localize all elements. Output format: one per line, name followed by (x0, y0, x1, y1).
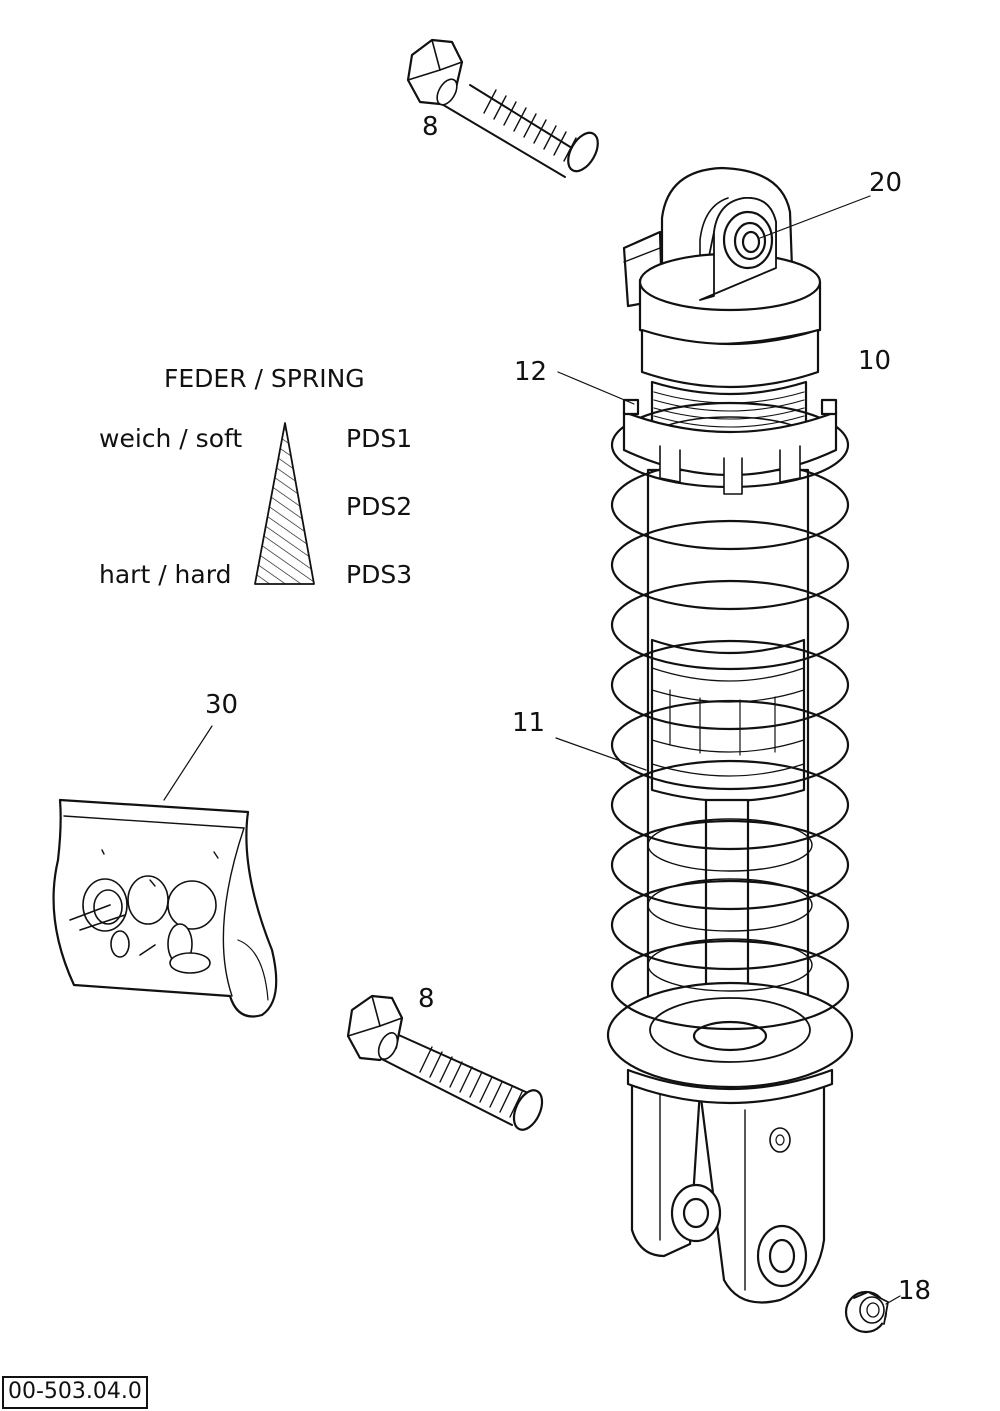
seal-kit-bag (52, 798, 278, 1018)
spring-legend-hard-label: hart / hard (99, 560, 232, 589)
callout-seal-kit: 30 (205, 690, 239, 720)
callout-adjuster-ring: 12 (514, 357, 548, 387)
adjuster-ring (622, 398, 838, 495)
top-bolt (406, 38, 599, 178)
spring-legend-soft-label: weich / soft (99, 424, 243, 453)
spring-legend-title: FEDER / SPRING (164, 364, 365, 393)
bottom-bolt (346, 994, 544, 1131)
callout-shock-absorber: 10 (858, 346, 892, 376)
spring-grade-wedge (254, 422, 315, 585)
callout-bolt-top: 8 (422, 112, 439, 142)
callout-spring: 11 (512, 708, 546, 738)
leader-lines (163, 195, 901, 1305)
callout-bolt-bottom: 8 (418, 984, 435, 1014)
callout-eye-bushing: 20 (869, 168, 903, 198)
shock-absorber (606, 166, 854, 1304)
spring-grade-1: PDS1 (346, 424, 413, 453)
spring-grade-3: PDS3 (346, 560, 413, 589)
callout-spacer: 18 (898, 1276, 932, 1306)
drawing-number: 00-503.04.0 (2, 1376, 148, 1409)
spacer-bushing (844, 1290, 889, 1334)
spring-grade-2: PDS2 (346, 492, 413, 521)
